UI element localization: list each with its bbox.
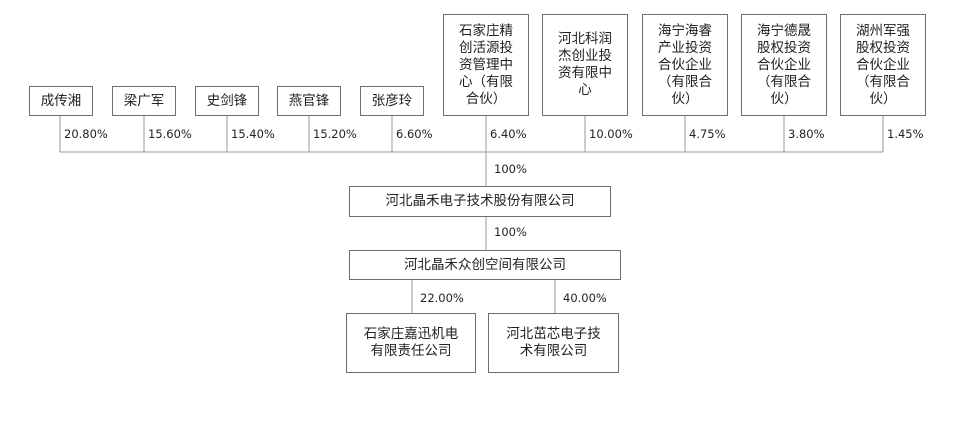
shareholder-box: 海宁德晟 股权投资 合伙企业 （有限合 伙） [741,14,827,116]
shareholder-name: 梁广军 [123,92,165,109]
shareholder-box: 成传湘 [29,86,93,116]
share-percent: 10.00% [589,127,633,141]
share-percent: 3.80% [788,127,825,141]
investee-name: 石家庄嘉迅机电 有限责任公司 [363,326,459,359]
shareholder-name: 石家庄精 创活源投 资管理中 心（有限 合伙） [459,22,513,107]
share-percent: 4.75% [689,127,726,141]
share-percent: 6.40% [490,127,527,141]
company-to-sub-share: 100% [494,225,527,239]
company-name: 河北晶禾电子技术股份有限公司 [385,193,575,209]
shareholder-name: 张彦玲 [371,92,413,109]
subsidiary-box: 河北晶禾众创空间有限公司 [349,250,621,280]
shareholder-box: 张彦玲 [360,86,424,116]
shareholder-box: 梁广军 [112,86,176,116]
shareholder-name: 成传湘 [40,92,82,109]
shareholder-box: 湖州军强 股权投资 合伙企业 （有限合 伙） [840,14,926,116]
shareholder-name: 海宁德晟 股权投资 合伙企业 （有限合 伙） [757,22,811,107]
share-percent: 15.60% [148,127,192,141]
company-box: 河北晶禾电子技术股份有限公司 [349,186,611,217]
shareholder-box: 石家庄精 创活源投 资管理中 心（有限 合伙） [443,14,529,116]
investee-share: 40.00% [563,291,607,305]
shareholder-box: 河北科润 杰创业投 资有限中 心 [542,14,628,116]
top-to-company-share: 100% [494,162,527,176]
shareholder-box: 燕官锋 [277,86,341,116]
shareholder-name: 河北科润 杰创业投 资有限中 心 [558,31,612,98]
shareholder-box: 史剑锋 [195,86,259,116]
shareholder-box: 海宁海睿 产业投资 合伙企业 （有限合 伙） [642,14,728,116]
subsidiary-name: 河北晶禾众创空间有限公司 [404,256,566,273]
shareholder-name: 燕官锋 [288,92,330,109]
share-percent: 6.60% [396,127,433,141]
share-percent: 1.45% [887,127,924,141]
share-percent: 15.40% [231,127,275,141]
shareholder-name: 湖州军强 股权投资 合伙企业 （有限合 伙） [856,22,910,107]
shareholder-name: 海宁海睿 产业投资 合伙企业 （有限合 伙） [658,22,712,107]
share-percent: 20.80% [64,127,108,141]
investee-share: 22.00% [420,291,464,305]
shareholder-name: 史剑锋 [206,92,248,109]
investee-name: 河北茁芯电子技 术有限公司 [506,326,601,359]
share-percent: 15.20% [313,127,357,141]
investee-box: 石家庄嘉迅机电 有限责任公司 [346,313,476,373]
investee-box: 河北茁芯电子技 术有限公司 [488,313,619,373]
